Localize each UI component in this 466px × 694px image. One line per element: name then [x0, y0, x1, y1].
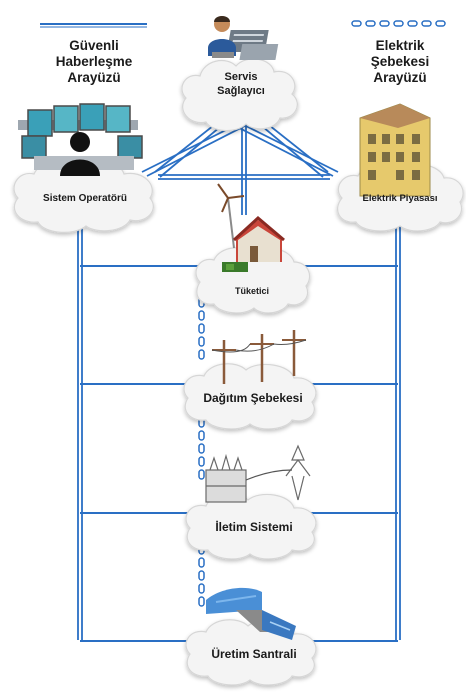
legend-grid-line1: Elektrik [375, 38, 425, 53]
legend-grid-line2: Şebekesi [370, 54, 430, 69]
house-with-wind-turbine-icon [217, 183, 285, 272]
power-links [198, 297, 205, 607]
office-building-icon [359, 103, 431, 197]
hydro-dam-icon [206, 587, 296, 640]
system-operator-label: Sistem Operatörü [43, 193, 127, 204]
legend-secure-comm-line3: Arayüzü [67, 70, 121, 85]
legend-grid-line3: Arayüzü [373, 70, 427, 85]
service-provider-label-line2: Sağlayıcı [217, 85, 265, 97]
control-room-icon [18, 103, 143, 176]
legend-grid-title: Elektrik Şebekesi Arayüzü [348, 38, 452, 86]
distribution-label: Dağıtım Şebekesi [203, 391, 303, 405]
substation-icon [205, 444, 311, 503]
legend-solid-line [40, 23, 147, 28]
cloud-service-provider [181, 58, 298, 132]
operator-with-servers-icon [208, 16, 279, 60]
utility-poles-icon [211, 330, 307, 384]
generation-label: Üretim Santrali [211, 647, 297, 661]
service-provider-label-line1: Servis [224, 71, 258, 83]
legend-secure-comm-title: Güvenli Haberleşme Arayüzü [40, 38, 148, 86]
legend-secure-comm-line2: Haberleşme [55, 54, 133, 69]
service-provider-label: Servis Sağlayıcı [196, 70, 286, 98]
electricity-market-label: Elektrik Piyasası [362, 193, 438, 204]
legend-dashed-line [351, 20, 446, 27]
transmission-label: İletim Sistemi [215, 520, 293, 534]
cloud-distribution [183, 363, 317, 430]
legend-secure-comm-line1: Güvenli [69, 38, 119, 53]
consumer-label: Tüketici [234, 286, 269, 296]
